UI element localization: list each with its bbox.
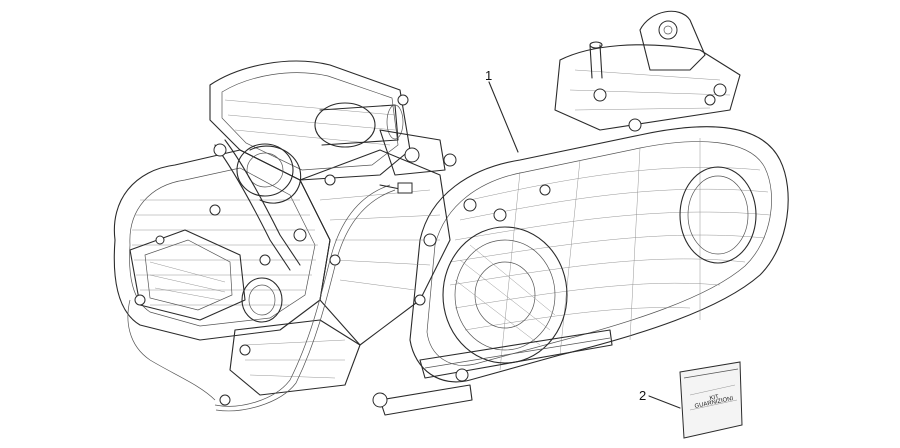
bolts <box>134 143 551 408</box>
leader-line-1 <box>488 81 519 153</box>
gasket-kit-bag: KIT GUARNIZIONI <box>679 361 743 439</box>
callout-2: 2 <box>639 388 647 403</box>
kit-bag-line1: KIT <box>709 394 720 402</box>
cvt-cover <box>379 126 789 416</box>
intake-and-starter <box>209 60 446 204</box>
leader-line-2 <box>648 395 681 409</box>
callout-1: 1 <box>485 68 493 83</box>
rear-mount-bracket <box>554 10 741 132</box>
hoses-and-cables <box>127 139 413 412</box>
